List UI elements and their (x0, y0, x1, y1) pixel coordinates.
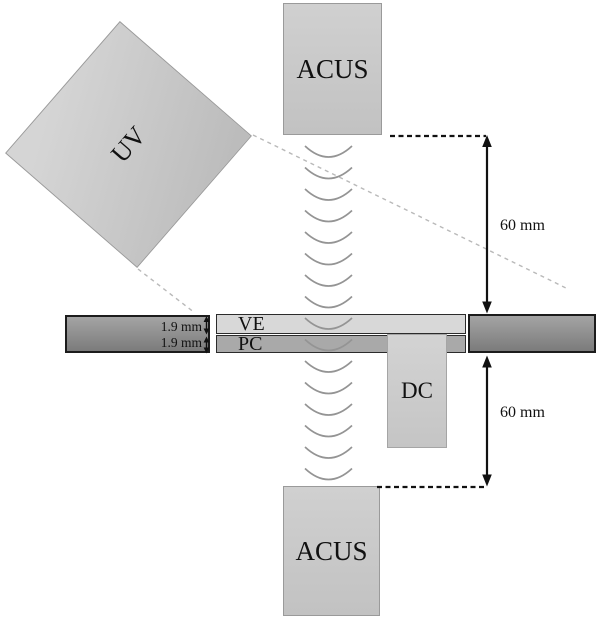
wave-arc (304, 252, 353, 266)
dc-probe-box: DC (387, 334, 447, 448)
bottom-distance-arrow (482, 355, 492, 487)
bottom-distance-label: 60 mm (500, 404, 545, 421)
uv-beam-guide-line-upper (252, 134, 567, 289)
ultrasound-waves (304, 145, 353, 481)
wave-arc (304, 166, 353, 180)
acus-bottom-box: ACUS (283, 486, 380, 616)
top-distance-arrow (482, 135, 492, 314)
wave-arc (304, 381, 353, 395)
ve-layer-label: VE (238, 313, 265, 335)
uv-source-label: UV (104, 120, 152, 168)
uv-source-box: UV (5, 21, 252, 268)
wave-arc (304, 295, 353, 309)
acus-top-box: ACUS (283, 3, 382, 135)
wave-arc (304, 360, 353, 373)
wave-arc (304, 188, 353, 201)
wave-arc (304, 274, 353, 287)
dc-probe-label: DC (401, 378, 433, 403)
ve-layer: VE (216, 314, 466, 334)
top-distance-label: 60 mm (500, 217, 545, 234)
wave-arc (304, 446, 353, 459)
wave-arc (304, 467, 353, 481)
wave-arc (304, 209, 353, 223)
acus-top-label: ACUS (296, 53, 369, 84)
acus-bottom-label: ACUS (295, 535, 368, 566)
wave-arc (304, 424, 353, 438)
wave-arc (304, 403, 353, 416)
sample-holder-left-block (65, 315, 210, 353)
sample-holder-right-block (468, 314, 596, 353)
pc-layer-label: PC (238, 333, 263, 355)
uv-beam-guide-line-lower (137, 268, 196, 314)
ve-thickness-label: 1.9 mm (160, 319, 202, 334)
wave-arc (304, 145, 353, 158)
wave-arc (304, 231, 353, 244)
pc-thickness-label: 1.9 mm (160, 335, 202, 350)
